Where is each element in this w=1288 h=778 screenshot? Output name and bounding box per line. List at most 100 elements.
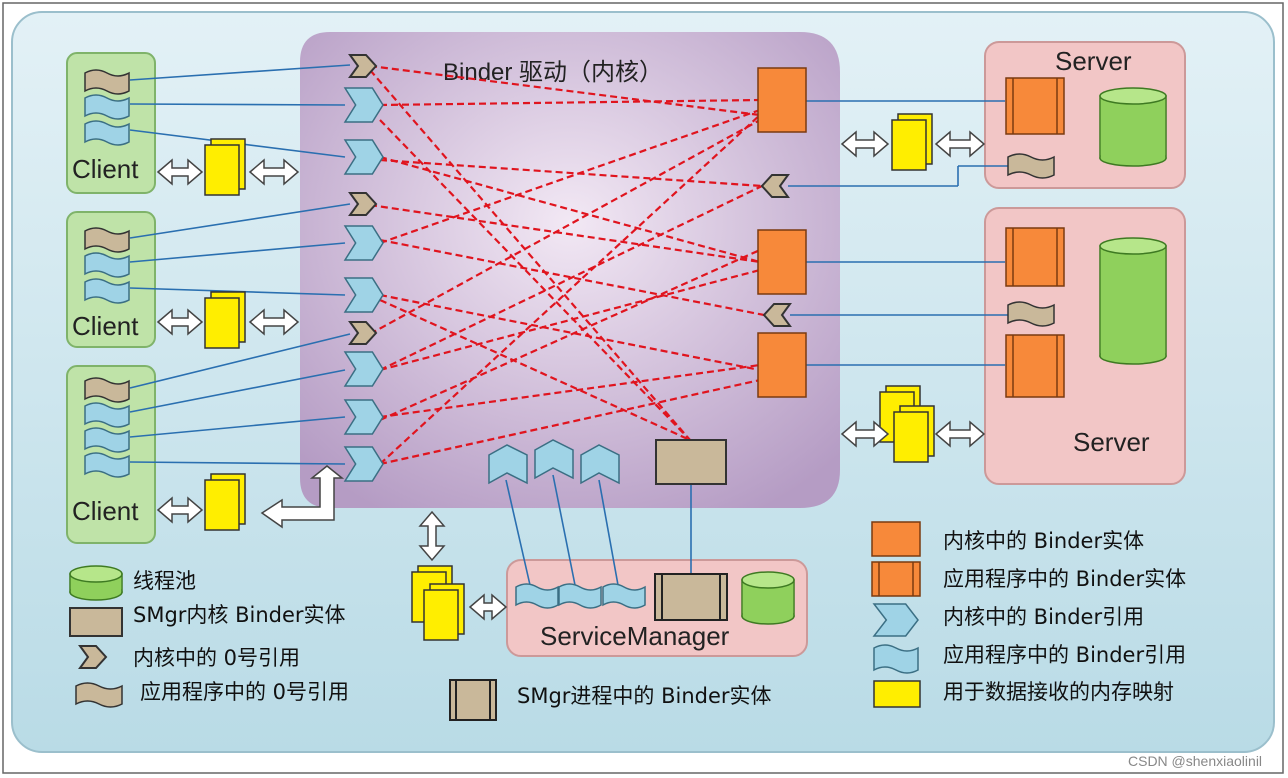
blue-link-19: [552, 474, 576, 586]
kernel-ref-icon-4: [343, 277, 384, 313]
legend-left-label-1: 线程池: [133, 569, 196, 593]
legend-left-label-3: 内核中的 0号引用: [133, 646, 300, 670]
legend-app-ref-icon: [873, 644, 919, 674]
client-label-3: Client: [72, 496, 139, 526]
red-link-13: [379, 298, 691, 442]
smgr-thread-pool-icon: [741, 571, 795, 625]
kernel-ref-icon-2: [343, 139, 384, 175]
client3-ref-2: [84, 402, 130, 428]
blue-link-7: [129, 333, 351, 389]
server2-left-double-arrow: [840, 420, 890, 448]
kernel-ref-icon-5: [343, 351, 384, 387]
double-arrow-shape: [156, 496, 204, 524]
blue-link-20: [598, 479, 619, 586]
memory-sheet-front: [204, 144, 240, 196]
red-link-15: [379, 158, 763, 188]
app-entity-body: [1005, 334, 1065, 398]
smgr-app-ref-icon-2: [558, 583, 602, 609]
cylinder-top: [69, 565, 123, 583]
red-link-6: [379, 293, 761, 372]
memory-sheet-front: [893, 411, 929, 463]
server1-app-entity-icon: [1005, 77, 1065, 135]
legend-smgr-kernel-entity-icon: [69, 607, 123, 637]
client1-left-double-arrow: [156, 158, 204, 186]
client3-ref-1: [84, 377, 130, 403]
client3-memory-map-icon: [204, 473, 246, 531]
client1-ref-1: [84, 69, 130, 95]
double-arrow-shape: [840, 420, 890, 448]
legend-app-entity-icon: [871, 561, 921, 597]
legend-right-label-4: 应用程序中的 Binder引用: [943, 643, 1186, 667]
server1-right-double-arrow: [934, 130, 986, 158]
binder-driver-region: [300, 32, 840, 508]
red-link-11: [369, 69, 691, 441]
legend-kernel-ref-zero-icon: [78, 645, 108, 669]
legend-right: 内核中的 Binder实体 应用程序中的 Binder实体 内核中的 Binde…: [943, 529, 1186, 704]
red-link-14: [379, 114, 761, 465]
client2-right-double-arrow: [248, 308, 300, 336]
kernel-ref-icon-6: [343, 399, 384, 435]
memory-sheet-front: [204, 297, 240, 349]
client3-ref-3: [84, 427, 130, 453]
blue-link-8: [129, 369, 346, 413]
legend-left: 线程池 SMgr内核 Binder实体 内核中的 0号引用 应用程序中的 0号引…: [133, 569, 349, 704]
server1-memory-map-icon: [891, 113, 933, 171]
kernel-entity-icon-2: [757, 229, 807, 295]
smgr-entity-body: [654, 573, 728, 621]
client1-ref-2: [84, 94, 130, 120]
legend-smgr-entity-body: [449, 679, 497, 721]
server-label-2: Server: [1073, 427, 1150, 457]
smgr-driver-vertical-arrow: [418, 510, 446, 562]
smgr-kernel-ref-icon-1: [488, 444, 528, 485]
double-arrow-shape: [248, 158, 300, 186]
blue-link-lines: [129, 64, 1010, 586]
double-arrow-shape: [156, 308, 204, 336]
red-link-18: [379, 248, 761, 422]
client3-ref-4: [84, 452, 130, 478]
app-entity-body: [1005, 227, 1065, 287]
smgr-kernel-entity-icon: [655, 439, 727, 485]
memory-sheet-front: [423, 589, 459, 641]
client-label-1: Client: [72, 154, 139, 184]
app-entity-body: [1005, 77, 1065, 135]
smgr-app-ref-icon-3: [602, 583, 646, 609]
watermark: CSDN @shenxiaolinil: [1128, 753, 1262, 769]
kernel-ref-zero-icon-right-2: [762, 303, 792, 327]
server2-right-double-arrow: [934, 420, 986, 448]
kernel-ref-zero-icon-2: [348, 192, 378, 216]
kernel-ref-icon-7: [343, 446, 384, 482]
legend-kernel-ref-icon: [872, 603, 919, 637]
client1-right-double-arrow: [248, 158, 300, 186]
driver-title: Binder 驱动（内核）: [443, 59, 663, 86]
red-link-lines: [369, 64, 765, 466]
blue-link-4: [129, 203, 351, 239]
smgr-app-ref-icon-1: [515, 583, 559, 609]
kernel-ref-zero-icon-right-1: [760, 174, 790, 198]
client1-ref-3: [84, 120, 130, 146]
blue-link-5: [129, 242, 346, 263]
legend-left-label-4: 应用程序中的 0号引用: [140, 680, 349, 704]
red-link-10: [379, 378, 761, 466]
red-link-17: [379, 185, 763, 371]
server2-app-ref-zero-icon: [1007, 301, 1055, 327]
cylinder-fill: [1100, 246, 1166, 356]
client3-elbow-arrow: [260, 465, 345, 529]
icon-layer: [69, 54, 1167, 721]
legend-app-ref-zero-icon: [75, 682, 123, 708]
double-arrow-shape: [934, 420, 986, 448]
legend-thread-pool-icon: [69, 565, 123, 601]
double-arrow-shape: [840, 130, 890, 158]
kernel-ref-icon-3: [343, 225, 384, 261]
smgr-memory-map-icon-2: [423, 583, 465, 641]
red-link-5: [379, 108, 761, 245]
legend-memory-map-icon: [873, 680, 921, 708]
smgr-double-arrow: [468, 593, 508, 621]
client2-ref-3: [84, 278, 130, 304]
client2-ref-1: [84, 227, 130, 253]
server1-app-ref-zero-icon: [1007, 153, 1055, 179]
memory-sheet-front: [891, 119, 927, 171]
legend-left-label-2: SMgr内核 Binder实体: [133, 603, 346, 627]
red-link-7: [369, 119, 761, 335]
client2-memory-map-icon: [204, 291, 246, 349]
legend-mid-label: SMgr进程中的 Binder实体: [517, 684, 772, 708]
